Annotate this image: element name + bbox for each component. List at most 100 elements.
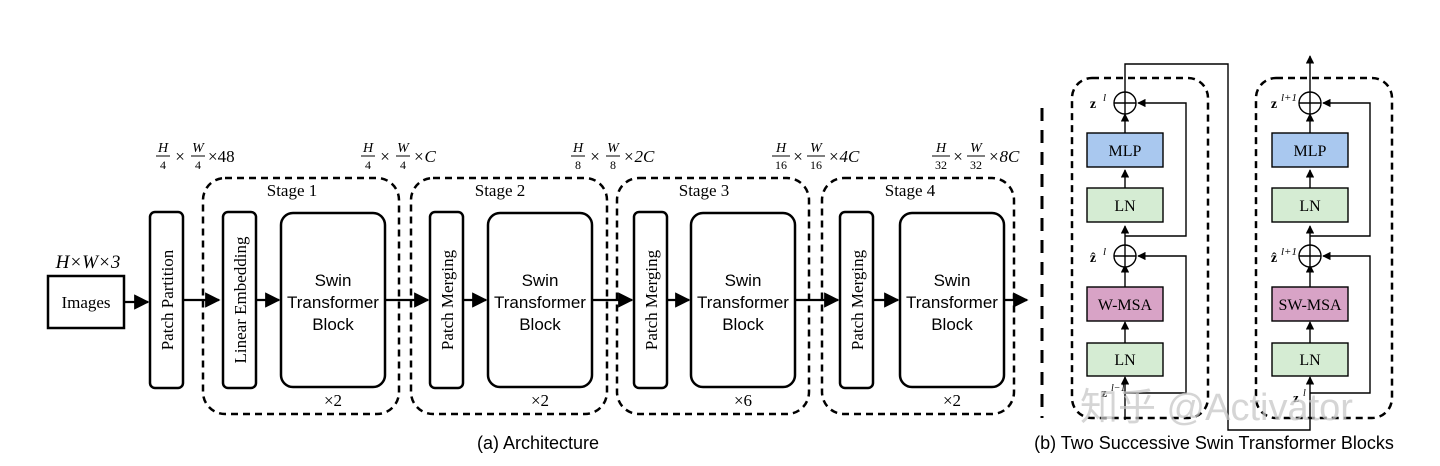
stage-3-repeat: ×6 [734, 391, 752, 410]
svg-text:16: 16 [775, 158, 787, 172]
caption-blocks: (b) Two Successive Swin Transformer Bloc… [1034, 433, 1394, 453]
left-mlp-label: MLP [1109, 143, 1142, 160]
right-mlp-label: MLP [1294, 143, 1327, 160]
right-ln-bottom-label: LN [1299, 352, 1321, 369]
svg-text:W: W [192, 141, 205, 156]
right-z-in: z [1293, 390, 1299, 405]
svg-text:W: W [607, 141, 620, 156]
stage-2-dims: H 8 × W 8 ×2C [571, 141, 655, 172]
patch-partition-label: Patch Partition [158, 249, 177, 350]
svg-text:16: 16 [810, 158, 822, 172]
swin-block-left: LN W-MSA LN MLP z l ẑ l z l−1 [1070, 63, 1311, 431]
left-z-in: z [1101, 385, 1107, 400]
right-ln-top [1271, 187, 1349, 223]
svg-text:8: 8 [610, 158, 616, 172]
swin-block-right: LN SW-MSA LN MLP z l+1 ẑ l+1 z l [1254, 55, 1394, 420]
caption-architecture: (a) Architecture [477, 433, 599, 453]
svg-text:×48: ×48 [208, 147, 235, 166]
stage-3-block-line-1: Swin [725, 271, 762, 290]
left-z-mid-sup: l [1103, 246, 1106, 258]
svg-text:×: × [175, 147, 185, 166]
stage-1-block-line-2: Transformer [287, 293, 379, 312]
stage-1-dims: H 4 × W 4 ×C [361, 141, 436, 172]
stage-2-block-line-2: Transformer [494, 293, 586, 312]
left-ln-top-label: LN [1114, 198, 1136, 215]
linear-embedding-label: Linear Embedding [231, 236, 250, 363]
right-z-mid-sup: l+1 [1281, 246, 1297, 258]
left-z-mid: ẑ [1090, 251, 1096, 266]
svg-text:×: × [590, 147, 600, 166]
svg-text:4: 4 [195, 158, 201, 172]
svg-text:×: × [793, 147, 803, 166]
right-swmsa-label: SW-MSA [1278, 297, 1342, 314]
stage-4-patch-merging-label: Patch Merging [848, 249, 867, 350]
stage-2-repeat: ×2 [531, 391, 549, 410]
svg-text:H: H [775, 141, 787, 156]
stage-3-patch-merging-label: Patch Merging [642, 249, 661, 350]
left-wmsa [1086, 286, 1164, 322]
stage-3-block-line-2: Transformer [697, 293, 789, 312]
left-mlp [1086, 132, 1164, 168]
svg-text:8: 8 [575, 158, 581, 172]
svg-text:W: W [810, 141, 823, 156]
svg-text:4: 4 [400, 158, 406, 172]
stage-4-title: Stage 4 [885, 181, 936, 200]
stage-3-title: Stage 3 [679, 181, 730, 200]
svg-text:×C: ×C [413, 147, 436, 166]
watermark: 知乎 @Activator [1080, 387, 1353, 429]
stage-3-dims: H 16 × W 16 ×4C [772, 141, 860, 172]
patch-partition-dims: H 4 × W 4 ×48 [156, 141, 235, 172]
stage-2-block-line-3: Block [519, 315, 561, 334]
stage-4: Stage 4 Patch Merging Swin Transformer B… [820, 176, 1016, 416]
svg-text:4: 4 [365, 158, 371, 172]
stage-1-block-line-1: Swin [315, 271, 352, 290]
stage-4-dims: H 32 × W 32 ×8C [932, 141, 1020, 172]
right-z-out: z [1271, 97, 1277, 112]
left-z-in-sup: l−1 [1111, 383, 1126, 394]
left-ln-bottom [1086, 342, 1164, 377]
right-ln-top-label: LN [1299, 198, 1321, 215]
stage-4-block-line-3: Block [931, 315, 973, 334]
left-wmsa-label: W-MSA [1098, 297, 1153, 314]
stage-4-block-line-2: Transformer [906, 293, 998, 312]
images-label: Images [61, 293, 110, 312]
stage-1-block-line-3: Block [312, 315, 354, 334]
stage-1: Stage 1 Linear Embedding Swin Transforme… [201, 176, 401, 416]
svg-text:H: H [362, 141, 374, 156]
right-z-out-sup: l+1 [1281, 92, 1297, 104]
right-z-mid: ẑ [1271, 251, 1277, 266]
left-z-out-sup: l [1103, 92, 1106, 104]
input-dims: H×W×3 [55, 252, 121, 273]
svg-text:×4C: ×4C [828, 147, 860, 166]
stage-2-block-line-1: Swin [522, 271, 559, 290]
stage-1-title: Stage 1 [267, 181, 318, 200]
stage-1-repeat: ×2 [324, 391, 342, 410]
svg-text:4: 4 [160, 158, 166, 172]
svg-text:×: × [953, 147, 963, 166]
left-ln-top [1086, 187, 1164, 223]
right-z-in-sup: l [1303, 388, 1306, 399]
svg-text:H: H [157, 141, 169, 156]
svg-text:×: × [380, 147, 390, 166]
svg-text:W: W [970, 141, 983, 156]
stage-2-title: Stage 2 [475, 181, 526, 200]
svg-text:×8C: ×8C [988, 147, 1020, 166]
right-mlp [1271, 132, 1349, 168]
svg-text:H: H [572, 141, 584, 156]
stage-4-block-line-1: Swin [934, 271, 971, 290]
images-box [46, 274, 126, 330]
svg-text:W: W [397, 141, 410, 156]
svg-text:32: 32 [935, 158, 947, 172]
right-swmsa [1271, 286, 1349, 322]
stage-2-patch-merging-label: Patch Merging [438, 249, 457, 350]
svg-text:H: H [935, 141, 947, 156]
stage-3-block-line-3: Block [722, 315, 764, 334]
left-ln-bottom-label: LN [1114, 352, 1136, 369]
svg-text:×2C: ×2C [623, 147, 655, 166]
svg-text:32: 32 [970, 158, 982, 172]
stage-4-repeat: ×2 [943, 391, 961, 410]
stage-3: Stage 3 Patch Merging Swin Transformer B… [615, 176, 811, 416]
left-z-out: z [1090, 97, 1096, 112]
stage-2: Stage 2 Patch Merging Swin Transformer B… [409, 176, 609, 416]
